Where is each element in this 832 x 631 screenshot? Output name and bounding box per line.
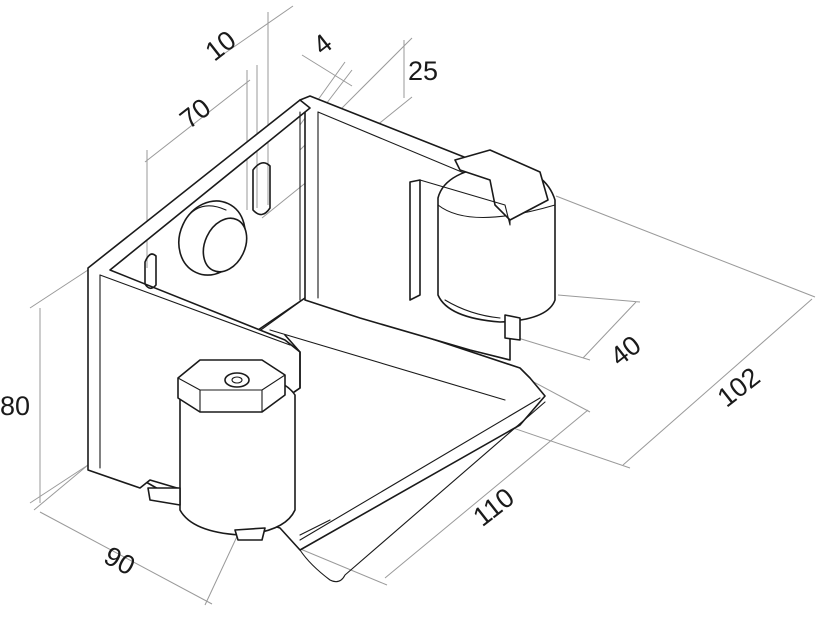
dimension-diagonal-label: 102 [712, 362, 766, 413]
round-boss [178, 200, 248, 276]
dimension-slot-width-label: 10 [200, 25, 242, 67]
dimension-roller-offset-label: 40 [605, 330, 647, 372]
dimension-depth-label: 110 [467, 482, 519, 532]
upper-slot [252, 162, 271, 216]
front-roller [147, 359, 296, 541]
dimension-tab-thickness-label: 4 [307, 28, 337, 61]
dimension-slot-top-label: 25 [408, 56, 438, 86]
dimension-height-label: 80 [0, 391, 30, 421]
back-roller [409, 149, 556, 341]
left-slot [144, 253, 157, 290]
dimension-slot-spacing-label: 70 [174, 93, 216, 135]
